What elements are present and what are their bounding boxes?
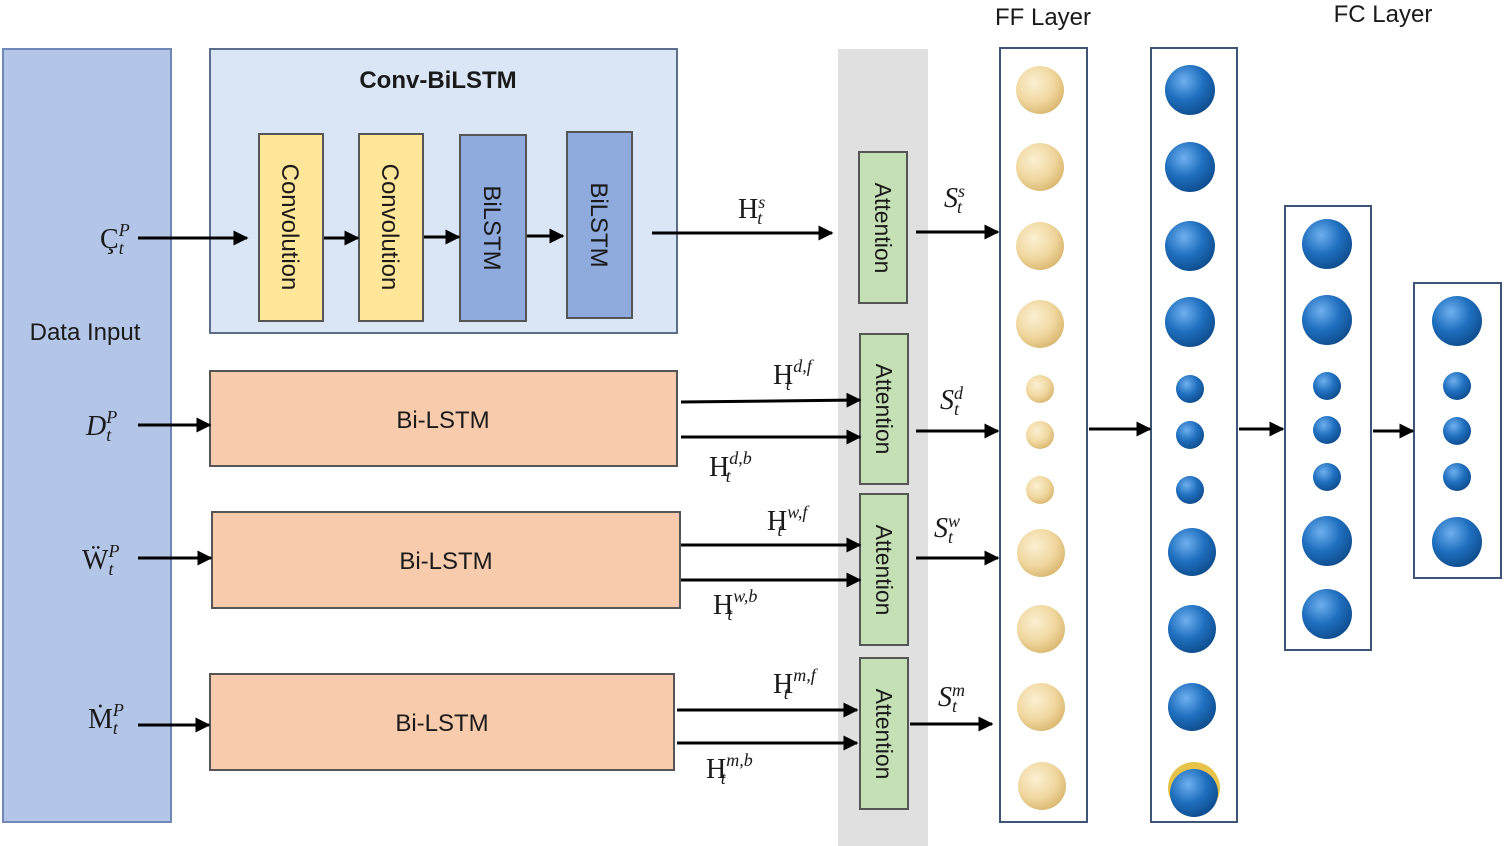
convolution-block-1 [258, 133, 324, 322]
bi-lstm-d-label: Bi-LSTM [396, 407, 489, 434]
data-input-panel [2, 48, 172, 823]
ff-node [1016, 143, 1064, 191]
fc-node [1168, 528, 1216, 576]
bilstm-block-2 [566, 131, 633, 319]
fc-nodes-3 [1432, 296, 1482, 567]
bilstm-block-1 [459, 134, 527, 322]
fc-node [1443, 463, 1471, 491]
fc-node [1302, 516, 1352, 566]
fc-node [1302, 589, 1352, 639]
fc-node [1165, 297, 1215, 347]
ff-nodes [1016, 66, 1066, 810]
ff-node [1026, 476, 1054, 504]
fc-node [1302, 219, 1352, 269]
convolution-block-2 [358, 133, 424, 322]
convolution-label-2: Convolution [376, 164, 403, 291]
bilstm-block-label-1: BiLSTM [478, 185, 505, 270]
fc-node [1176, 421, 1204, 449]
fc-node [1168, 605, 1216, 653]
ff-node [1017, 605, 1065, 653]
fc-layer-header: FC Layer [1334, 1, 1433, 28]
fc-node [1432, 517, 1482, 567]
bi-lstm-w-label: Bi-LSTM [399, 548, 492, 575]
ff-node [1016, 222, 1064, 270]
fc-node [1302, 295, 1352, 345]
fc-nodes-2 [1302, 219, 1352, 639]
ff-node [1016, 66, 1064, 114]
convolution-label-1: Convolution [276, 164, 303, 291]
data-input-label: Data Input [30, 319, 141, 346]
fc-node [1176, 375, 1204, 403]
fc-node [1165, 142, 1215, 192]
attention-block-m [859, 657, 909, 810]
attention-label-d: Attention [871, 364, 897, 455]
attention-label-w: Attention [871, 525, 897, 616]
fc-node [1168, 683, 1216, 731]
ff-node [1018, 762, 1066, 810]
ff-node [1017, 529, 1065, 577]
attention-label-s: Attention [870, 183, 896, 274]
attention-block-s [858, 151, 908, 304]
fc-nodes-1 [1165, 65, 1220, 817]
ff-node [1026, 375, 1054, 403]
bi-lstm-d [209, 370, 678, 467]
fc-node [1165, 65, 1215, 115]
bilstm-block-label-2: BiLSTM [585, 182, 612, 267]
fc-node [1313, 416, 1341, 444]
attention-label-m: Attention [871, 689, 897, 780]
fc-node [1176, 476, 1204, 504]
fc-node [1443, 372, 1471, 400]
ff-layer-header: FF Layer [995, 4, 1091, 31]
ff-node [1026, 421, 1054, 449]
ff-node [1017, 683, 1065, 731]
arrows [138, 224, 1415, 751]
fc-node [1170, 769, 1218, 817]
bi-lstm-m-label: Bi-LSTM [395, 710, 488, 737]
fc-node [1165, 221, 1215, 271]
ff-node [1016, 300, 1064, 348]
conv-bilstm-title: Conv-BiLSTM [359, 67, 516, 94]
attention-block-w [859, 493, 909, 646]
attention-block-d [859, 333, 909, 485]
fc-node [1313, 372, 1341, 400]
fc-node [1443, 417, 1471, 445]
arrow [680, 392, 862, 408]
fc-node [1432, 296, 1482, 346]
fc-node [1313, 463, 1341, 491]
